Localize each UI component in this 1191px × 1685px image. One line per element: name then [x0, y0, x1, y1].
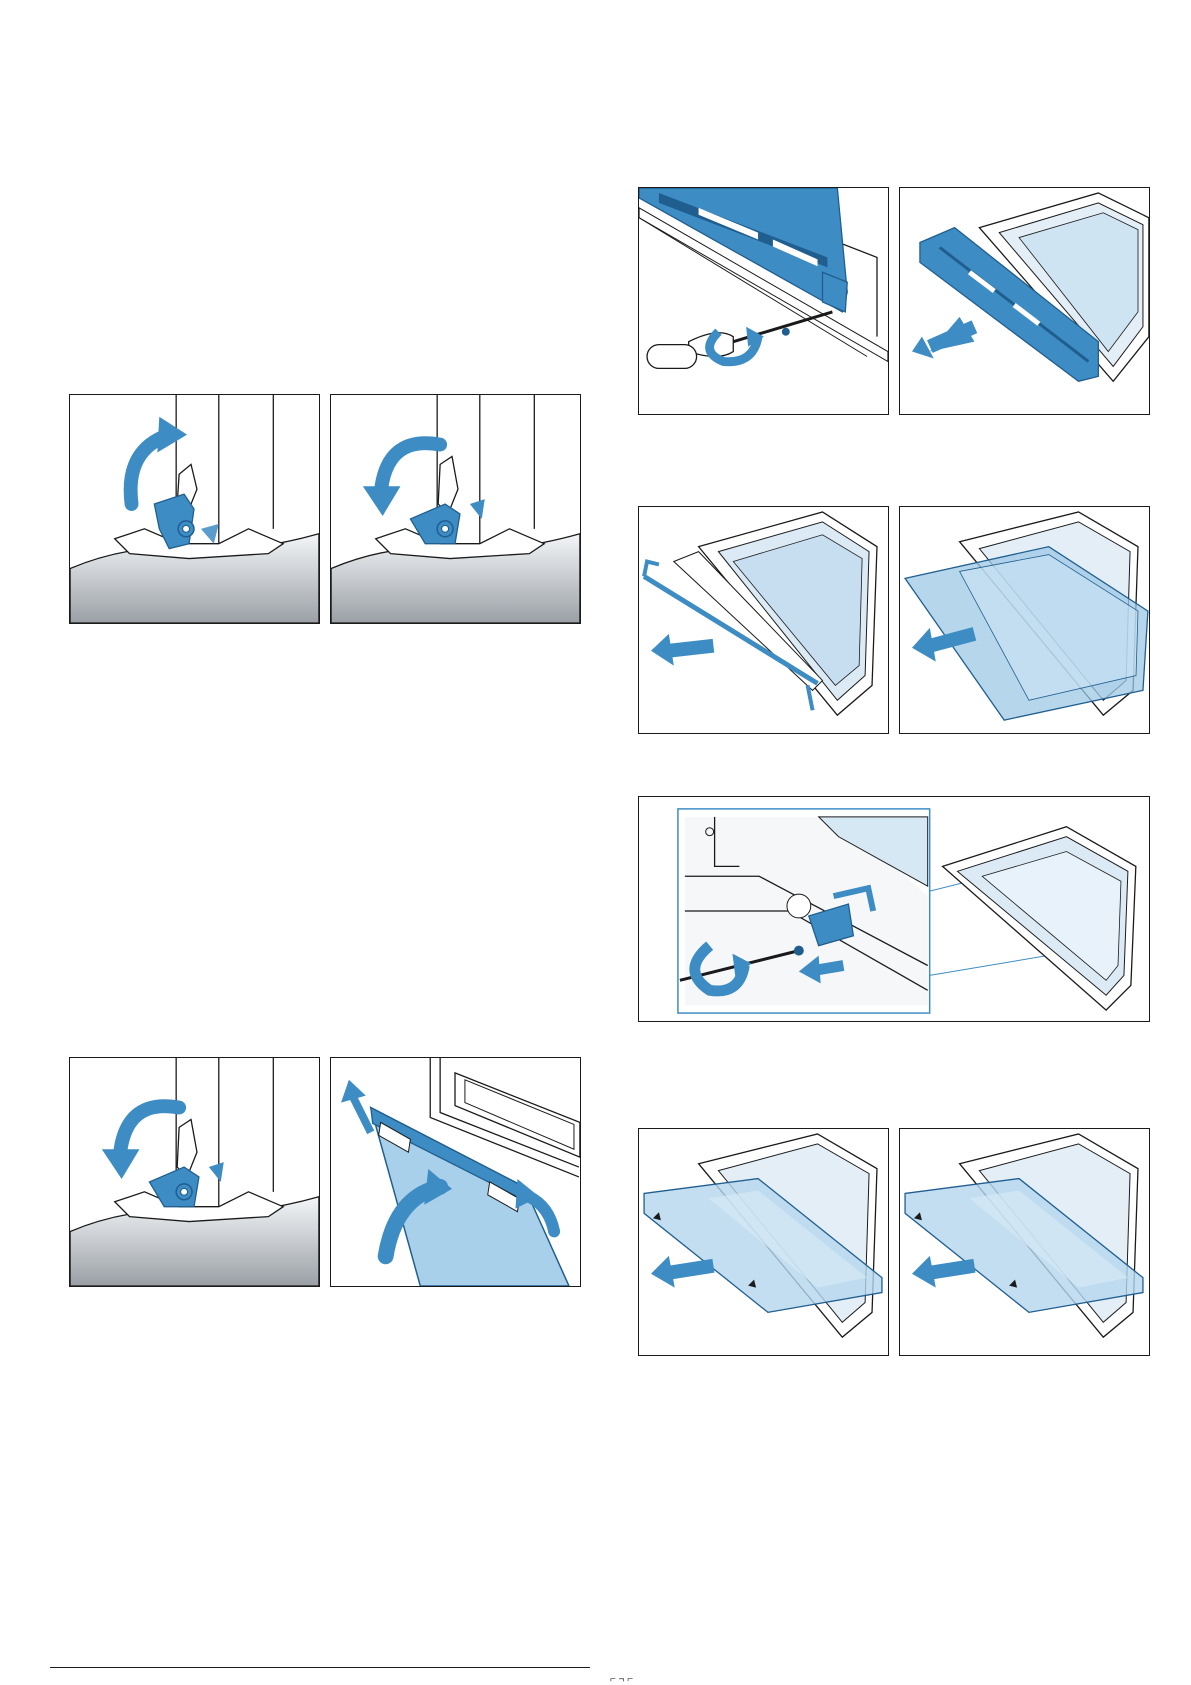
- door-close-icon: [331, 1058, 580, 1286]
- figure-remove-rail: [638, 506, 889, 734]
- figure-unscrew-door-trim: [638, 187, 889, 415]
- figure-remove-pane-3: [899, 1128, 1150, 1356]
- figure-remove-door-trim: [899, 187, 1150, 415]
- pull-arrow-icon: [900, 1129, 1149, 1355]
- hinge-lever-down-icon: [331, 395, 580, 623]
- figure-unscrew-clamp: [638, 796, 1150, 1022]
- pull-arrow-icon: [900, 507, 1149, 733]
- pull-arrow-icon: [639, 507, 888, 733]
- figure-remove-inner-pane: [899, 506, 1150, 734]
- hinge-lever-up-icon: [70, 395, 319, 623]
- pull-arrow-icon: [639, 1129, 888, 1355]
- hinge-lever-down-icon: [70, 1058, 319, 1286]
- figure-hinge-lock-down-2: [69, 1057, 320, 1287]
- footer-rule: [50, 1667, 590, 1668]
- figure-door-close: [330, 1057, 581, 1287]
- figure-hinge-lock-up: [69, 394, 320, 624]
- figure-remove-pane-2: [638, 1128, 889, 1356]
- figure-hinge-lock-down: [330, 394, 581, 624]
- screwdriver-icon: [639, 188, 888, 414]
- footer-marks: ⌐ ¬ ⌐: [610, 1674, 633, 1685]
- screwdriver-icon: [639, 797, 1149, 1021]
- pull-arrow-icon: [900, 188, 1149, 414]
